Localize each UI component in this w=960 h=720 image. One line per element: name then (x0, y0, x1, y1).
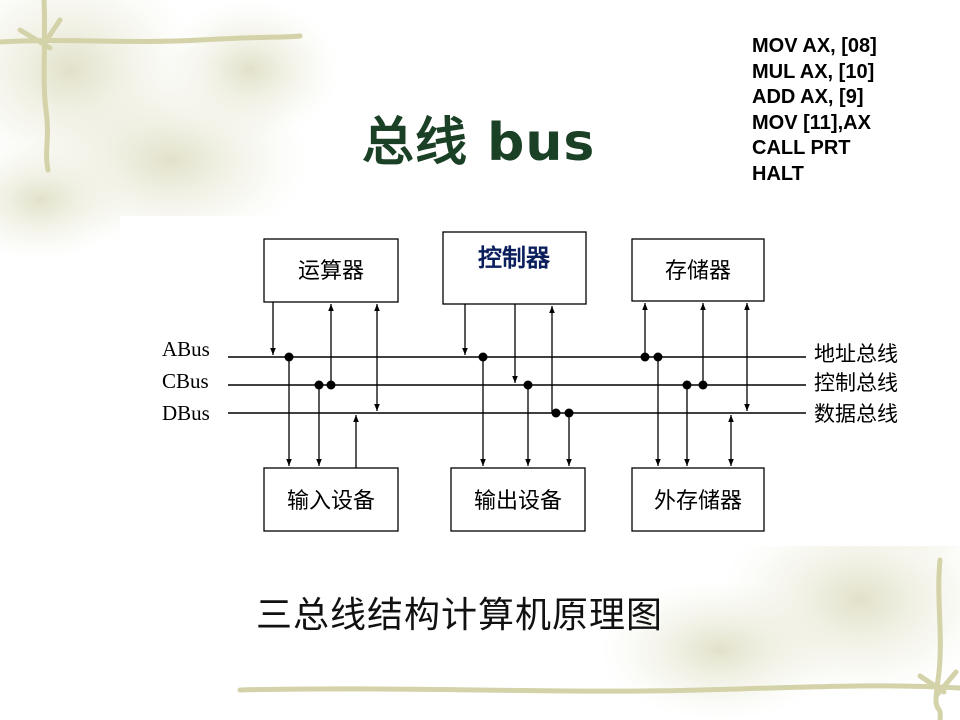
controller-box: 控制器 (442, 231, 587, 305)
junction-dot (551, 408, 561, 418)
bus-left-label: ABus (162, 337, 210, 361)
bus-right-label: 数据总线 (814, 402, 898, 426)
box-label: 外存储器 (654, 489, 742, 514)
code-line: MOV AX, [08] (752, 35, 877, 57)
junction-dot (314, 380, 324, 390)
junction-dot (284, 352, 294, 362)
bus-right-label: 控制总线 (814, 371, 898, 395)
code-line: MOV [11],AX (752, 111, 871, 134)
external-storage-box: 外存储器 (631, 467, 765, 532)
junction-dot (564, 408, 574, 418)
slide-title: 总线 bus (362, 113, 596, 173)
diagram-caption: 三总线结构计算机原理图 (256, 595, 664, 636)
junction-dot (682, 380, 692, 390)
bus-left-label: CBus (162, 369, 209, 393)
junction-dot (698, 380, 708, 390)
box-label: 输入设备 (287, 489, 375, 514)
code-line: ADD AX, [9] (752, 86, 864, 108)
box-label: 运算器 (298, 259, 364, 284)
junction-dot (478, 352, 488, 362)
memory-box: 存储器 (631, 238, 765, 302)
box-label: 存储器 (665, 259, 731, 284)
assembly-code: MOV AX, [08] MUL AX, [10] ADD AX, [9] MO… (752, 34, 877, 187)
bus-left-label: DBus (162, 401, 210, 425)
junction-dot (326, 380, 336, 390)
input-device-box: 输入设备 (263, 467, 399, 532)
alu-box: 运算器 (263, 238, 399, 303)
code-line: MUL AX, [10] (752, 60, 875, 83)
junction-dot (653, 352, 663, 362)
junction-dot (523, 380, 533, 390)
junction-dot (640, 352, 650, 362)
bus-right-label: 地址总线 (814, 342, 898, 366)
code-line: CALL PRT (752, 137, 851, 159)
box-label: 输出设备 (474, 489, 562, 514)
output-device-box: 输出设备 (450, 467, 586, 532)
box-label: 控制器 (478, 244, 551, 272)
code-line: HALT (752, 162, 804, 185)
